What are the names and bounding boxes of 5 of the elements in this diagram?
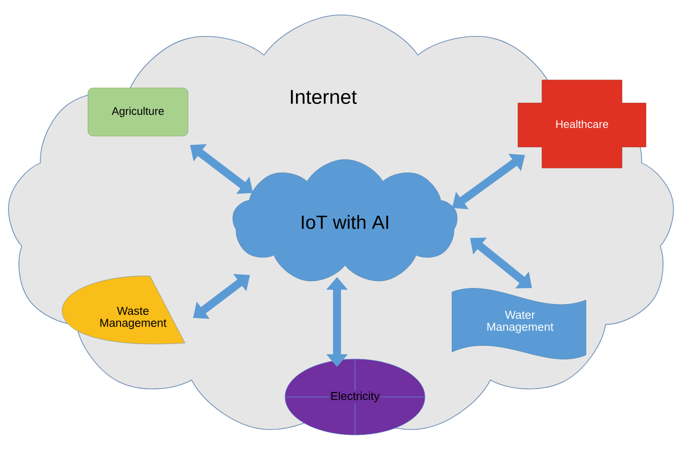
double-arrow [452,154,525,210]
double-arrow [190,144,253,194]
rounded-box: Agriculture [88,88,188,136]
double-arrow [470,238,532,288]
double-arrow [193,274,250,319]
